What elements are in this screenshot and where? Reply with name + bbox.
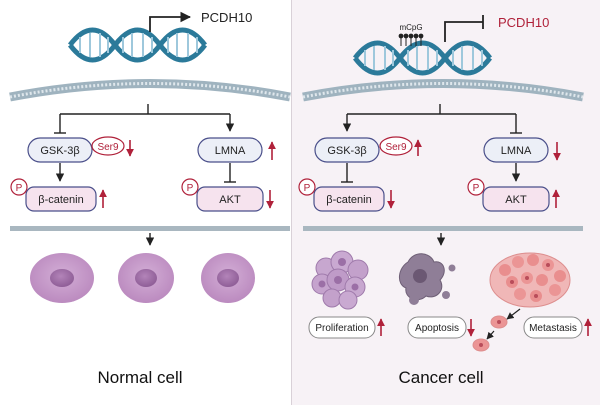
transcription-arrow-normal (149, 11, 192, 32)
phospho-badge-bcatenin-cancer (298, 178, 316, 196)
ser9-label-normal: Ser9 (97, 142, 119, 153)
ser9-badge-normal (91, 136, 125, 156)
lmna-inhibits-akt-normal (224, 163, 236, 183)
phospho-label-bcatenin-normal: P (16, 183, 23, 194)
phospho-label-bcatenin-cancer: P (304, 183, 311, 194)
akt-label-normal: AKT (219, 194, 241, 206)
phospho-label-akt-cancer: P (473, 183, 480, 194)
ser9-label-cancer: Ser9 (385, 142, 407, 153)
separator-bar-cancer (303, 226, 583, 231)
methyl-groups (398, 33, 424, 46)
gene-label-cancer: PCDH10 (498, 15, 549, 30)
bcatenin-node-cancer (313, 186, 385, 212)
membrane-normal (9, 79, 291, 102)
normal-cell-1 (30, 253, 94, 303)
bcatenin-label-cancer: β-catenin (326, 194, 371, 206)
bcatenin-node-normal (25, 186, 97, 212)
metastasis-arrow-1 (506, 308, 521, 320)
metastasis-pill (523, 316, 583, 339)
panel-divider (291, 0, 292, 405)
transcription-blocked-cancer (444, 15, 484, 42)
metastatic-tumor (489, 252, 571, 308)
phospho-badge-akt-cancer (467, 178, 485, 196)
lmna-node-cancer (483, 137, 549, 163)
caption-cancer-cell: Cancer cell (398, 368, 483, 387)
normal-cell-2 (118, 253, 174, 303)
akt-node-cancer (482, 186, 550, 212)
lmna-node-normal (197, 137, 263, 163)
gsk3b-node-cancer (314, 137, 380, 163)
separator-bar-normal (10, 226, 290, 231)
pcdh10-branch-cancer (342, 104, 522, 134)
phospho-badge-bcatenin-normal (10, 178, 28, 196)
dna-helix-normal (68, 27, 207, 63)
caption-normal-cell: Normal cell (97, 368, 182, 387)
gsk3b-inhibits-bcatenin-cancer (341, 163, 353, 183)
apoptosis-pill (407, 316, 467, 339)
gene-label-normal: PCDH10 (201, 10, 252, 25)
proliferating-cell-cluster (311, 250, 369, 310)
gsk3b-node-normal (27, 137, 93, 163)
bcatenin-label-normal: β-catenin (38, 194, 83, 206)
phospho-label-akt-normal: P (187, 183, 194, 194)
lmna-label-normal: LMNA (215, 145, 246, 157)
gsk3b-label-normal: GSK-3β (40, 145, 79, 157)
migrating-tumor-cell-2 (472, 338, 490, 352)
mcpg-label: mCpG (399, 23, 422, 32)
apoptotic-cell-cluster (399, 253, 456, 305)
akt-label-cancer: AKT (505, 194, 527, 206)
membrane-cancer (302, 79, 584, 102)
apoptosis-label: Apoptosis (415, 323, 459, 334)
migrating-tumor-cell-1 (490, 315, 508, 329)
metastasis-label: Metastasis (529, 323, 577, 334)
akt-node-normal (196, 186, 264, 212)
proliferation-label: Proliferation (315, 323, 368, 334)
gsk3b-label-cancer: GSK-3β (327, 145, 366, 157)
normal-cell-3 (201, 253, 255, 303)
lmna-label-cancer: LMNA (501, 145, 532, 157)
metastasis-arrow-2 (486, 330, 495, 340)
proliferation-pill (308, 316, 376, 339)
phospho-badge-akt-normal (181, 178, 199, 196)
pcdh10-branch-normal (54, 104, 235, 134)
ser9-badge-cancer (379, 136, 413, 156)
dna-helix-cancer (353, 40, 492, 76)
